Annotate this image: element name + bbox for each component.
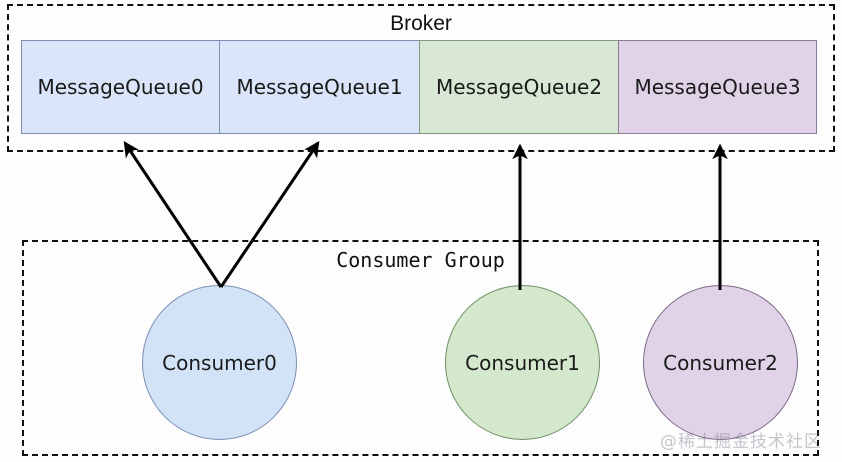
consumer-group-title: Consumer Group: [336, 248, 505, 272]
consumer-1[interactable]: Consumer1: [445, 285, 600, 440]
message-queue-2[interactable]: MessageQueue2: [419, 40, 619, 134]
consumer-2-label: Consumer2: [663, 350, 778, 375]
consumer-group-container: Consumer Group: [22, 240, 819, 456]
consumer-0[interactable]: Consumer0: [142, 285, 297, 440]
consumer-1-label: Consumer1: [465, 350, 580, 375]
consumer-2[interactable]: Consumer2: [643, 285, 798, 440]
message-queue-3-label: MessageQueue3: [634, 75, 801, 99]
message-queue-0[interactable]: MessageQueue0: [21, 40, 220, 134]
message-queue-3[interactable]: MessageQueue3: [618, 40, 817, 134]
message-queue-1-label: MessageQueue1: [236, 75, 403, 99]
broker-container: Broker: [7, 4, 835, 152]
message-queue-0-label: MessageQueue0: [37, 75, 204, 99]
message-queue-strip: MessageQueue0 MessageQueue1 MessageQueue…: [21, 40, 820, 134]
broker-title: Broker: [390, 12, 452, 35]
message-queue-1[interactable]: MessageQueue1: [219, 40, 420, 134]
consumer-0-label: Consumer0: [162, 350, 277, 375]
message-queue-2-label: MessageQueue2: [435, 75, 603, 99]
watermark: @稀土掘金技术社区: [660, 432, 822, 452]
